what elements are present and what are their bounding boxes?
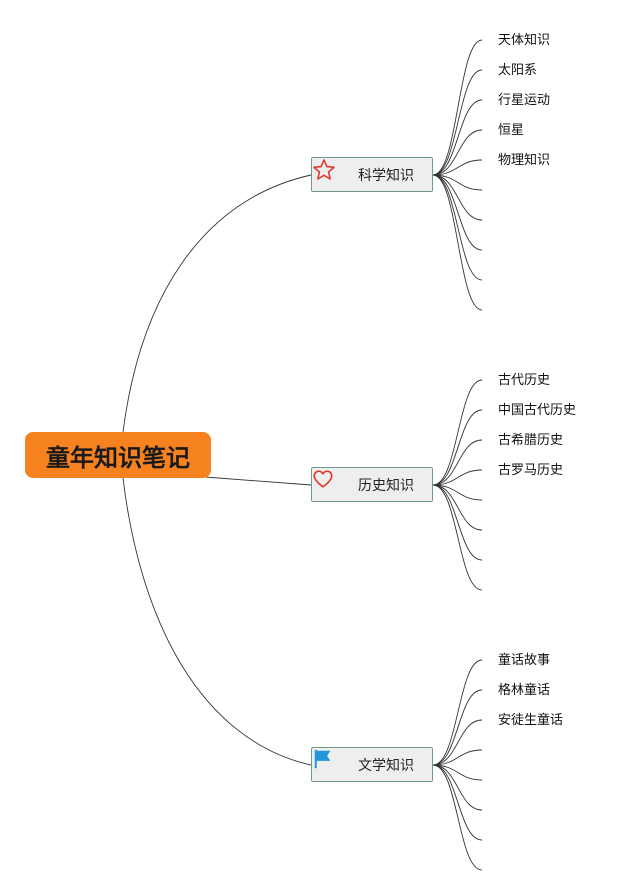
leaf-connector-line: [432, 719, 483, 766]
leaf-connector-line: [432, 159, 483, 176]
leaf-connector-line: [432, 174, 483, 281]
leaf-connector-line: [432, 659, 483, 766]
leaf-connector-line: [432, 484, 483, 591]
leaf-connector-line: [432, 409, 483, 486]
branch-topic-science[interactable]: 科学知识: [311, 157, 433, 192]
leaf-connector-line: [432, 689, 483, 766]
branch-label-science: 科学知识: [358, 167, 414, 184]
leaf-topic[interactable]: 太阳系: [498, 63, 538, 78]
leaf-connector-line: [432, 764, 483, 871]
leaf-connector-line: [432, 129, 483, 176]
leaf-topic[interactable]: 恒星: [498, 123, 525, 138]
leaf-topic[interactable]: 古罗马历史: [498, 463, 564, 478]
star-outline-icon: [313, 159, 354, 187]
leaf-connector-line: [432, 764, 483, 841]
leaf-connector-line: [432, 174, 483, 311]
leaf-connector-line: [432, 379, 483, 486]
leaf-connector-line: [432, 99, 483, 176]
leaf-connector-line: [432, 439, 483, 486]
root-topic[interactable]: 童年知识笔记: [25, 432, 211, 478]
leaf-connector-line: [432, 69, 483, 176]
leaf-topic[interactable]: 童话故事: [498, 653, 551, 668]
root-connector-line: [122, 174, 312, 433]
branch-label-literature: 文学知识: [358, 757, 414, 774]
leaf-connector-line: [432, 39, 483, 176]
branch-topic-literature[interactable]: 文学知识: [311, 747, 433, 782]
leaf-topic[interactable]: 古代历史: [498, 373, 551, 388]
leaf-topic[interactable]: 安徒生童话: [498, 713, 564, 728]
leaf-topic[interactable]: 物理知识: [498, 153, 551, 168]
leaf-connector-line: [432, 749, 483, 766]
root-topic-label: 童年知识笔记: [46, 443, 190, 472]
leaf-topic[interactable]: 行星运动: [498, 93, 551, 108]
branch-topic-history[interactable]: 历史知识: [311, 467, 433, 502]
branch-label-history: 历史知识: [358, 477, 414, 494]
root-connector-line: [204, 476, 312, 486]
flag-icon: [314, 749, 354, 777]
leaf-connector-line: [432, 484, 483, 531]
leaf-topic[interactable]: 格林童话: [498, 683, 551, 698]
leaf-connector-line: [432, 764, 483, 811]
leaf-connector-line: [432, 174, 483, 251]
leaf-connector-line: [432, 174, 483, 221]
leaf-topic[interactable]: 古希腊历史: [498, 433, 564, 448]
leaf-connector-line: [432, 469, 483, 486]
leaf-topic[interactable]: 中国古代历史: [498, 403, 577, 418]
heart-outline-icon: [313, 470, 354, 497]
leaf-topic[interactable]: 天体知识: [498, 33, 551, 48]
root-connector-line: [122, 477, 312, 766]
leaf-connector-line: [432, 484, 483, 561]
